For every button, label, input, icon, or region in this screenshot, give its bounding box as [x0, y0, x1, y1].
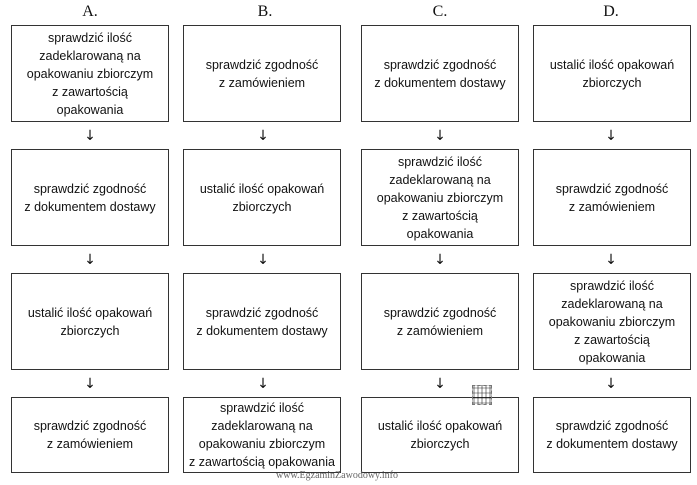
- down-arrow-icon: ↓: [434, 128, 446, 144]
- column-label-b: B.: [257, 3, 273, 20]
- down-arrow-icon: ↓: [257, 128, 269, 144]
- step-box-c-1: sprawdzić zgodność z dokumentem dostawy: [361, 25, 519, 122]
- step-box-a-4: sprawdzić zgodność z zamówieniem: [11, 397, 169, 473]
- step-box-c-3: sprawdzić zgodność z zamówieniem: [361, 273, 519, 370]
- step-box-d-4: sprawdzić zgodność z dokumentem dostawy: [533, 397, 691, 473]
- step-box-d-3: sprawdzić ilość zadeklarowaną na opakowa…: [533, 273, 691, 370]
- step-box-b-4: sprawdzić ilość zadeklarowaną na opakowa…: [183, 397, 341, 473]
- column-label-c: C.: [432, 3, 448, 20]
- down-arrow-icon: ↓: [257, 252, 269, 268]
- step-box-a-3: ustalić ilość opakowań zbiorczych: [11, 273, 169, 370]
- down-arrow-icon: ↓: [84, 128, 96, 144]
- step-box-a-1: sprawdzić ilość zadeklarowaną na opakowa…: [11, 25, 169, 122]
- watermark: www.EgzaminZawodowy.info: [276, 470, 399, 481]
- step-box-a-2: sprawdzić zgodność z dokumentem dostawy: [11, 149, 169, 246]
- step-box-c-2: sprawdzić ilość zadeklarowaną na opakowa…: [361, 149, 519, 246]
- down-arrow-icon: ↓: [434, 376, 446, 392]
- qr-code-icon: [472, 385, 492, 405]
- down-arrow-icon: ↓: [84, 252, 96, 268]
- step-box-b-3: sprawdzić zgodność z dokumentem dostawy: [183, 273, 341, 370]
- step-box-c-4: ustalić ilość opakowań zbiorczych: [361, 397, 519, 473]
- down-arrow-icon: ↓: [605, 128, 617, 144]
- step-box-d-2: sprawdzić zgodność z zamówieniem: [533, 149, 691, 246]
- step-box-b-1: sprawdzić zgodność z zamówieniem: [183, 25, 341, 122]
- down-arrow-icon: ↓: [84, 376, 96, 392]
- step-box-b-2: ustalić ilość opakowań zbiorczych: [183, 149, 341, 246]
- down-arrow-icon: ↓: [257, 376, 269, 392]
- column-label-a: A.: [82, 3, 98, 20]
- column-label-d: D.: [603, 3, 619, 20]
- down-arrow-icon: ↓: [605, 252, 617, 268]
- down-arrow-icon: ↓: [605, 376, 617, 392]
- step-box-d-1: ustalić ilość opakowań zbiorczych: [533, 25, 691, 122]
- down-arrow-icon: ↓: [434, 252, 446, 268]
